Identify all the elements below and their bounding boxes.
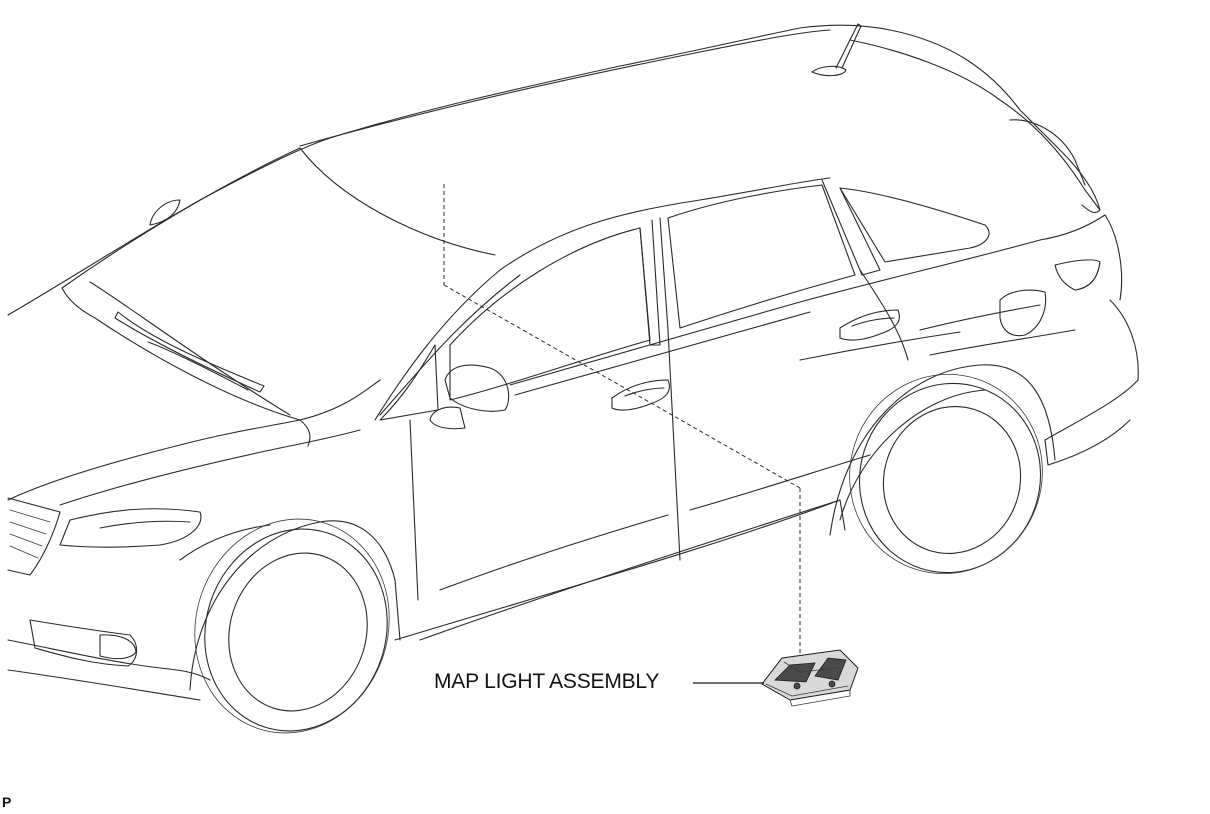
locator-lines bbox=[443, 184, 801, 655]
map-light-assembly-part bbox=[761, 649, 859, 707]
figure-code: P bbox=[2, 794, 12, 810]
map-light-assembly-label: MAP LIGHT ASSEMBLY bbox=[434, 670, 660, 693]
vehicle-outline bbox=[7, 23, 1139, 734]
